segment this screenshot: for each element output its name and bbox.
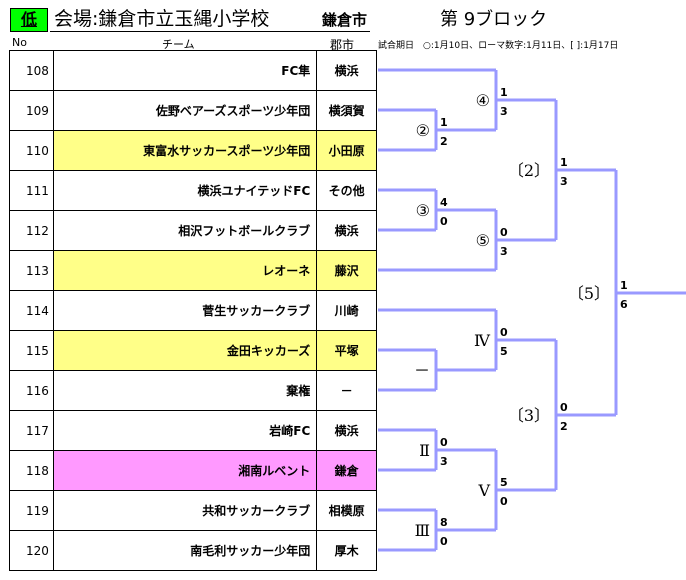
team-number: 112 <box>9 210 54 251</box>
match-label: Ⅲ <box>415 521 430 540</box>
team-city: 平塚 <box>316 330 377 371</box>
team-number: 120 <box>9 530 54 571</box>
team-city: 横浜 <box>316 210 377 251</box>
match-label: 〔5〕 <box>568 284 610 303</box>
level-badge: 低 <box>10 8 48 32</box>
team-number: 110 <box>9 130 54 171</box>
match-score-bottom: 0 <box>500 495 508 508</box>
match-score-top: 5 <box>500 476 508 489</box>
match-label: Ⅳ <box>474 331 491 350</box>
match-label: ④ <box>476 91 490 110</box>
match-score-top: 0 <box>440 436 448 449</box>
venue-city: 鎌倉市 <box>322 11 368 29</box>
column-header-team: チーム <box>162 38 195 51</box>
match-dates-note: 試合期日 ○:1月10日、ローマ数字:1月11日、[ ]:1月17日 <box>378 41 619 51</box>
match-label: ② <box>416 121 430 140</box>
match-label: Ⅱ <box>419 441 430 460</box>
match-score-bottom: 3 <box>440 455 448 468</box>
team-city: 横浜 <box>316 410 377 451</box>
team-name: 佐野ベアーズスポーツ少年団 <box>52 90 318 131</box>
team-name: 南毛利サッカー少年団 <box>52 530 318 571</box>
team-name: 相沢フットボールクラブ <box>52 210 318 251</box>
match-label: 〔2〕 <box>508 161 550 180</box>
match-label: ③ <box>416 201 430 220</box>
header-underline <box>50 31 370 32</box>
match-score-bottom: 6 <box>620 298 628 311</box>
match-score-bottom: 5 <box>500 345 508 358</box>
match-score-top: 1 <box>620 279 628 292</box>
team-city: 鎌倉 <box>316 450 377 491</box>
match-label: － <box>414 361 430 380</box>
match-score-bottom: 3 <box>500 245 508 258</box>
match-label: Ⅴ <box>477 481 490 500</box>
team-number: 115 <box>9 330 54 371</box>
team-city: 横浜 <box>316 50 377 91</box>
team-name: 岩崎FC <box>52 410 318 451</box>
match-score-bottom: 2 <box>560 420 568 433</box>
team-city: 小田原 <box>316 130 377 171</box>
team-number: 111 <box>9 170 54 211</box>
team-city: 相模原 <box>316 490 377 531</box>
match-score-top: 1 <box>560 156 568 169</box>
block-title: 第 9ブロック <box>440 9 548 30</box>
match-score-top: 0 <box>500 226 508 239</box>
team-city: 川崎 <box>316 290 377 331</box>
match-score-top: 0 <box>560 401 568 414</box>
match-score-bottom: 3 <box>500 105 508 118</box>
team-name: FC隼 <box>52 50 318 91</box>
column-header-city: 郡市 <box>330 38 355 52</box>
team-city: その他 <box>316 170 377 211</box>
match-score-top: 0 <box>500 326 508 339</box>
match-score-top: 4 <box>440 196 448 209</box>
match-score-bottom: 3 <box>560 175 568 188</box>
match-score-bottom: 0 <box>440 215 448 228</box>
match-score-top: 8 <box>440 516 448 529</box>
match-score-bottom: 2 <box>440 135 448 148</box>
match-score-bottom: 0 <box>440 535 448 548</box>
team-number: 119 <box>9 490 54 531</box>
match-label: ⑤ <box>476 231 490 250</box>
team-name: 東富水サッカースポーツ少年団 <box>52 130 318 171</box>
match-score-top: 1 <box>440 116 448 129</box>
team-number: 109 <box>9 90 54 131</box>
team-name: 共和サッカークラブ <box>52 490 318 531</box>
team-number: 114 <box>9 290 54 331</box>
column-header-no: No <box>12 36 27 49</box>
team-number: 116 <box>9 370 54 411</box>
team-city: 厚木 <box>316 530 377 571</box>
match-score-top: 1 <box>500 86 508 99</box>
match-label: 〔3〕 <box>508 406 550 425</box>
team-name: 金田キッカーズ <box>52 330 318 371</box>
venue-title: 会場:鎌倉市立玉縄小学校 <box>54 8 270 30</box>
